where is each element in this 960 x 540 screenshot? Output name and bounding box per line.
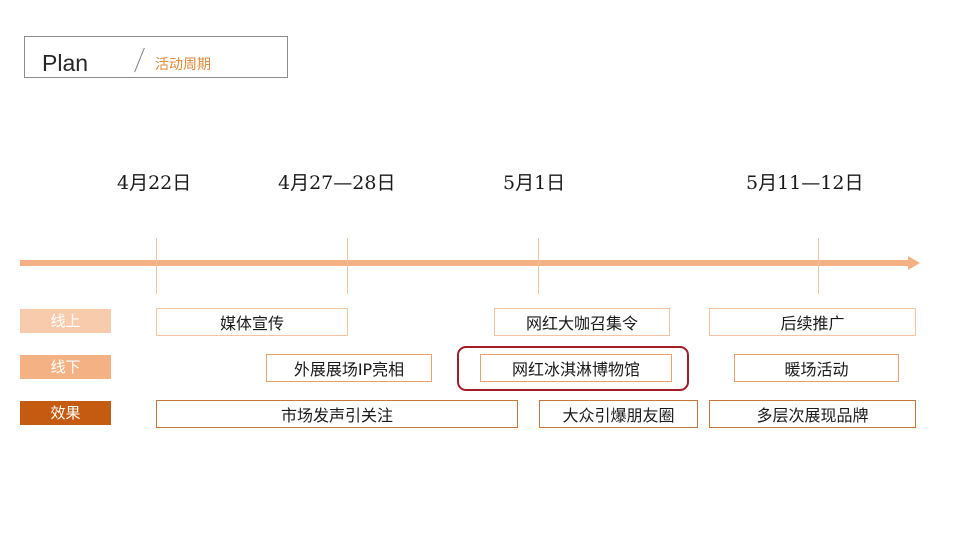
date-label-3: 5月1日 [503, 172, 566, 194]
date-label-2: 4月27—28日 [278, 172, 396, 194]
offline-item-ice-cream-museum: 网红冰淇淋博物馆 [480, 354, 672, 382]
effect-item-viral-moments: 大众引爆朋友圈 [539, 400, 698, 428]
effect-item-market-voice: 市场发声引关注 [156, 400, 518, 428]
highlight-frame [457, 346, 689, 391]
row-label-effect: 效果 [20, 401, 111, 425]
timeline-axis [20, 260, 910, 266]
date-label-4: 5月11—12日 [746, 172, 864, 194]
offline-item-ip-debut: 外展展场IP亮相 [266, 354, 432, 382]
online-item-influencer-call: 网红大咖召集令 [494, 308, 670, 336]
timeline-tick-4 [818, 238, 819, 294]
date-label-1: 4月22日 [117, 172, 192, 194]
page-subtitle: 活动周期 [155, 57, 211, 73]
title-box: Plan 活动周期 [24, 36, 288, 78]
timeline-tick-3 [538, 238, 539, 294]
timeline-tick-2 [347, 238, 348, 294]
page-title: Plan [42, 50, 89, 76]
online-item-media: 媒体宣传 [156, 308, 348, 336]
row-label-online: 线上 [20, 309, 111, 333]
title-divider [134, 47, 145, 73]
row-label-offline: 线下 [20, 355, 111, 379]
offline-item-warm-up: 暖场活动 [734, 354, 899, 382]
effect-item-brand-display: 多层次展现品牌 [709, 400, 916, 428]
online-item-follow-up: 后续推广 [709, 308, 916, 336]
timeline-arrow-icon [908, 256, 920, 270]
timeline-tick-1 [156, 238, 157, 294]
